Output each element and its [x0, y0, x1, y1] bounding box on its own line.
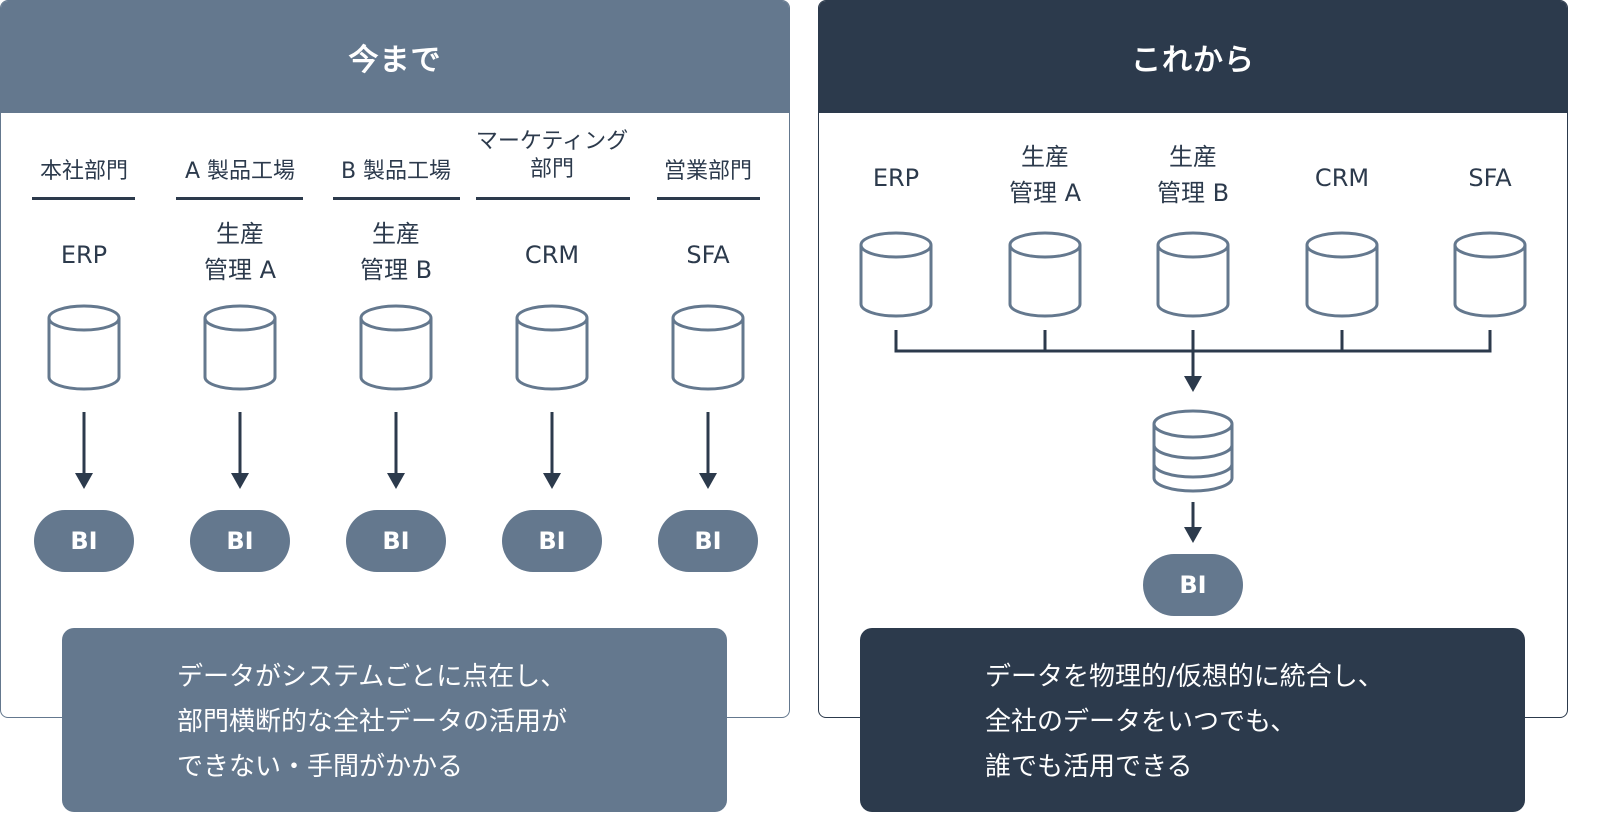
bi-tool-badge: BI [34, 510, 134, 572]
bi-tool-badge: BI [502, 510, 602, 572]
department-text: A 製品工場 [184, 159, 296, 184]
bi-tool-badge: BI [190, 510, 290, 572]
note-line: データを物理的/仮想的に統合し、 [985, 662, 1384, 692]
before-panel-title: 今まで [1, 1, 789, 113]
before-system-label: ERP [61, 237, 107, 273]
system-text: 管理 B [359, 256, 433, 284]
system-text: SFA [686, 241, 730, 269]
after-summary-note: データを物理的/仮想的に統合し、 全社のデータをいつでも、 誰でも活用できる [860, 628, 1525, 812]
note-line: データがシステムごとに点在し、 [177, 662, 567, 692]
department-underline [657, 197, 760, 200]
system-text: CRM [524, 241, 580, 269]
integrated-bi-tool-badge: BI [1143, 554, 1243, 616]
before-department-label: B 製品工場 [341, 158, 451, 186]
note-line: できない・手間がかかる [177, 752, 464, 782]
after-system-label: 生産 管理 A [1009, 139, 1081, 211]
before-department-label: A 製品工場 [185, 158, 295, 186]
before-system-label: 生産 管理 A [204, 216, 276, 288]
system-text: 管理 B [1156, 179, 1230, 207]
department-text: B 製品工場 [340, 159, 452, 184]
before-panel: 今まで [0, 0, 790, 718]
department-text: 本社部門 [39, 159, 129, 184]
system-text: 生産 [1169, 143, 1217, 171]
note-line: 部門横断的な全社データの活用が [177, 707, 568, 737]
after-system-label: ERP [873, 160, 919, 196]
system-text: 生産 [215, 220, 264, 248]
before-department-label: 本社部門 [40, 158, 128, 186]
bi-tool-badge: BI [658, 510, 758, 572]
system-text: SFA [1468, 164, 1512, 192]
department-text: 部門 [529, 157, 574, 182]
department-underline [333, 197, 460, 200]
before-summary-note: データがシステムごとに点在し、 部門横断的な全社データの活用が できない・手間が… [62, 628, 727, 812]
before-system-label: 生産 管理 B [360, 216, 432, 288]
system-text: ERP [872, 164, 920, 192]
department-underline [476, 197, 630, 200]
department-text: 営業部門 [663, 159, 753, 184]
system-text: 管理 A [1008, 179, 1082, 207]
system-text: 生産 [372, 220, 420, 248]
system-text: CRM [1314, 164, 1370, 192]
before-system-label: SFA [686, 237, 729, 273]
before-department-label: 営業部門 [664, 158, 752, 186]
system-text: 管理 A [203, 256, 277, 284]
before-department-label: マーケティング 部門 [476, 128, 628, 184]
department-underline [176, 197, 303, 200]
note-line: 誰でも活用できる [985, 752, 1193, 782]
system-text: ERP [60, 241, 108, 269]
after-system-label: CRM [1315, 160, 1369, 196]
bi-tool-badge: BI [346, 510, 446, 572]
system-text: 生産 [1020, 143, 1069, 171]
after-panel-title: これから [819, 1, 1567, 113]
department-text: マーケティング [475, 129, 629, 154]
after-system-label: 生産 管理 B [1157, 139, 1229, 211]
before-system-label: CRM [525, 237, 579, 273]
note-line: 全社のデータをいつでも、 [985, 707, 1297, 737]
after-system-label: SFA [1468, 160, 1511, 196]
department-underline [32, 197, 135, 200]
